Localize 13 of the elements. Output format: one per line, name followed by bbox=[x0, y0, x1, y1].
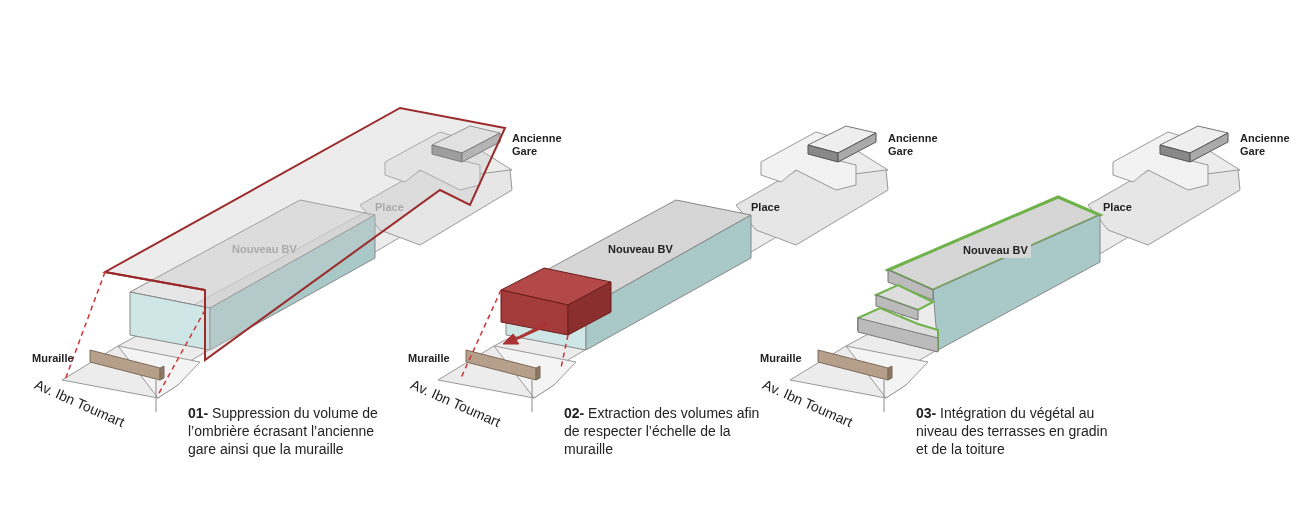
place-label: Place bbox=[1103, 201, 1132, 214]
wall-label: Muraille bbox=[760, 352, 802, 365]
caption: 03- Intégration du végétal au niveau des terrasses en gradin et de la toiture bbox=[916, 404, 1109, 458]
wall-label: Muraille bbox=[408, 352, 450, 365]
caption: 02- Extraction des volumes afin de respecter l’échelle de la muraille bbox=[564, 404, 761, 458]
building-label: Ancienne Gare bbox=[512, 132, 563, 158]
building-label: Ancienne Gare bbox=[888, 132, 939, 158]
building-label: Nouveau BV bbox=[960, 243, 1031, 258]
caption: 01- Suppression du volume de l’ombrière écrasant l’ancienne gare ainsi que la muraille bbox=[188, 404, 379, 458]
building-label: Ancienne Gare bbox=[1240, 132, 1291, 158]
building-label: Nouveau BV bbox=[608, 243, 673, 256]
wall-label: Muraille bbox=[32, 352, 74, 365]
place-label: Place bbox=[751, 201, 780, 214]
